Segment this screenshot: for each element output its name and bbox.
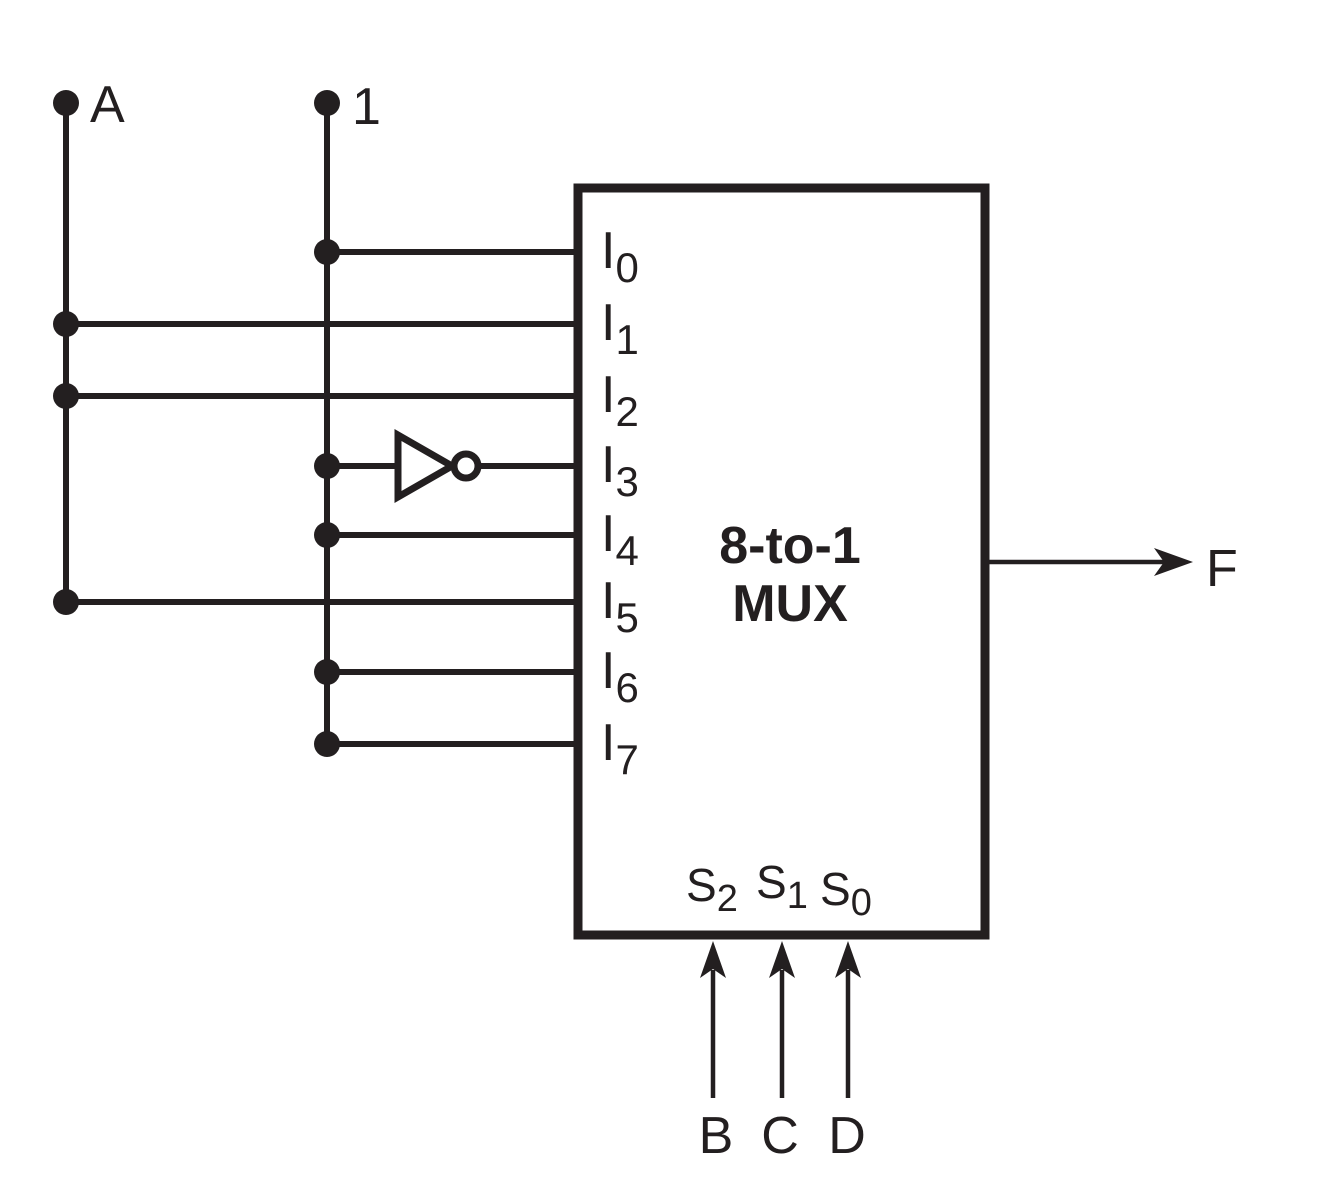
rail-one-label: 1: [352, 78, 381, 136]
rail-a-label: A: [90, 76, 125, 134]
source-label-d: D: [828, 1107, 866, 1165]
input-label-i3: I3: [601, 436, 639, 505]
select-arrowhead-s1-icon: [769, 941, 795, 978]
select-arrowhead-s0-icon: [835, 941, 861, 978]
junction-dot-i5: [53, 589, 79, 615]
junction-dot-i1: [53, 311, 79, 337]
input-label-i7: I7: [601, 714, 639, 783]
junction-dot-a-top: [53, 90, 79, 116]
junction-dot-i7: [314, 731, 340, 757]
junction-dot-i0: [314, 239, 340, 265]
input-label-i2: I2: [601, 366, 639, 435]
select-label-s1: S1: [756, 856, 808, 917]
junction-dot-i3: [314, 453, 340, 479]
mux-title-line1: 8-to-1: [719, 517, 861, 575]
select-arrowhead-s2-icon: [700, 941, 726, 978]
junction-dot-i4: [314, 522, 340, 548]
source-label-b: B: [699, 1107, 734, 1165]
junction-dot-i2: [53, 383, 79, 409]
not-gate-bubble-icon: [450, 450, 482, 482]
source-label-c: C: [761, 1107, 799, 1165]
input-label-i1: I1: [601, 294, 639, 363]
input-label-i5: I5: [601, 572, 639, 641]
junction-dot-one-top: [314, 90, 340, 116]
input-label-i0: I0: [601, 222, 639, 291]
mux-title-line2: MUX: [732, 575, 848, 633]
mux-box: [573, 183, 990, 940]
input-label-i6: I6: [601, 642, 639, 711]
input-label-i4: I4: [601, 505, 639, 574]
output-arrowhead-icon: [1154, 548, 1193, 576]
junction-dot-i6: [314, 659, 340, 685]
output-label-f: F: [1206, 540, 1238, 598]
not-gate-icon: [394, 428, 460, 504]
select-label-s2: S2: [686, 859, 738, 920]
select-label-s0: S0: [820, 863, 872, 924]
